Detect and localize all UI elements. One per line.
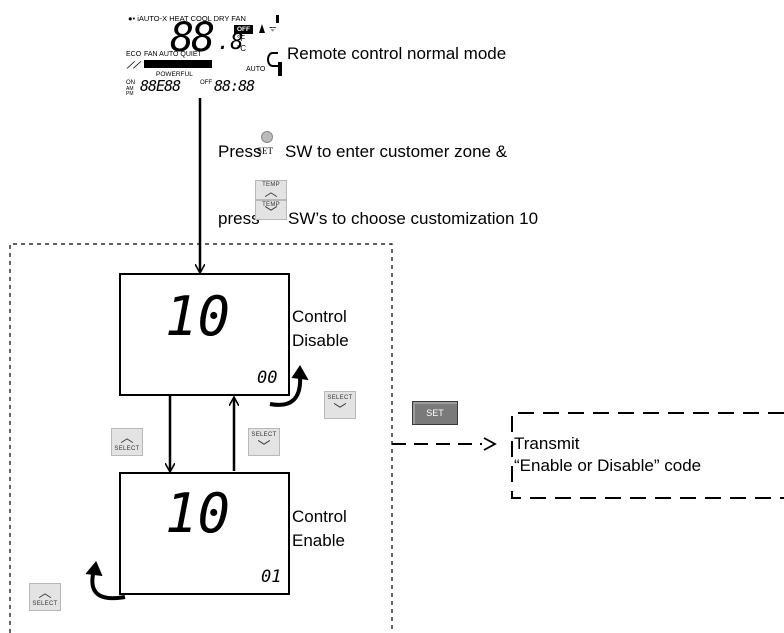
control-enable-label-2: Enable — [292, 531, 345, 550]
instruction-enter-zone: SW to enter customer zone & — [285, 142, 508, 161]
lcd-unit-f: °F — [237, 34, 246, 43]
lcd-mode-bar — [276, 15, 279, 23]
control-enable-label-1: Control — [292, 507, 347, 526]
lcd-person-icon — [259, 24, 265, 33]
toggle-curve-arrow-enable — [90, 569, 126, 601]
set-button[interactable]: SET — [412, 401, 458, 425]
set-dot-icon[interactable] — [261, 131, 273, 143]
lcd-on-label: ON — [126, 80, 135, 86]
transmit-label-2: “Enable or Disable” code — [514, 456, 702, 475]
leaf-icon: ⟋⟋ — [127, 60, 140, 70]
screen-control-disable: 10 00 — [119, 273, 290, 396]
select-down-button[interactable]: SELECT ﹀ — [324, 391, 356, 419]
temp-up-button[interactable]: TEMP ︿ — [255, 180, 287, 200]
customer-zone-outline — [9, 243, 393, 633]
lcd-temp-big: 88 — [170, 15, 215, 61]
instruction-press-label: Press — [218, 142, 262, 161]
screen-control-enable: 10 01 — [119, 472, 290, 595]
lcd-swing-bar — [278, 62, 282, 76]
lcd-fan-row: FAN AUTO QUIET — [144, 51, 202, 58]
lcd-on-timer: 88E88 — [140, 77, 181, 95]
lcd-temp-decimal: .8 — [217, 30, 244, 55]
customization-code: 10 — [165, 482, 231, 545]
lcd-off-badge: OFF — [234, 25, 253, 34]
set-button-label: SET — [426, 408, 444, 418]
control-disable-label-2: Disable — [292, 331, 349, 350]
remote-lcd: ●• iAUTO-X HEAT COOL DRY FAN 88 .8 °F °C… — [126, 14, 286, 97]
select-down-button-right[interactable]: SELECT ﹀ — [248, 428, 280, 456]
chevron-up-icon: ︿ — [38, 585, 52, 600]
instruction-choose-custom: SW’s to choose customization 10 — [288, 209, 539, 228]
select-up-button-left[interactable]: ︿ SELECT — [111, 428, 143, 456]
setting-value: 01 — [261, 567, 282, 587]
lcd-ampm-label: AM PM — [126, 86, 134, 97]
chevron-down-icon: ﹀ — [333, 402, 347, 417]
lcd-off-timer: 88:88 — [214, 77, 255, 95]
lcd-eco-label: ECO — [126, 51, 142, 58]
setting-value: 00 — [257, 368, 278, 388]
chevron-up-icon: ︿ — [264, 184, 278, 199]
lcd-auto-label: AUTO — [246, 66, 266, 73]
lcd-signal-icon: ᯤ — [269, 24, 277, 33]
select-up-button-bottom[interactable]: ︿ SELECT — [29, 583, 61, 611]
instruction-press2-label: press — [218, 209, 260, 228]
lcd-off-label: OFF — [200, 80, 212, 86]
chevron-down-icon: ﹀ — [264, 205, 278, 220]
normal-mode-label: Remote control normal mode — [287, 44, 507, 63]
swing-icon — [267, 52, 278, 67]
lcd-mode-row: ●• iAUTO-X HEAT COOL DRY FAN — [128, 14, 246, 23]
temp-down-button[interactable]: TEMP ﹀ — [255, 200, 287, 220]
toggle-curve-arrow-disable — [269, 375, 303, 407]
customization-code: 10 — [165, 285, 231, 348]
transmit-label-1: Transmit — [514, 434, 580, 453]
lcd-fan-bars — [144, 60, 212, 68]
control-disable-label-1: Control — [292, 307, 347, 326]
chevron-down-icon: ﹀ — [257, 439, 271, 454]
chevron-up-icon: ︿ — [120, 430, 134, 445]
lcd-powerful-label: POWERFUL — [156, 71, 193, 78]
set-small-label: SET — [257, 146, 274, 156]
transmit-box-outline — [511, 412, 784, 499]
lcd-unit-c: °C — [237, 44, 246, 53]
